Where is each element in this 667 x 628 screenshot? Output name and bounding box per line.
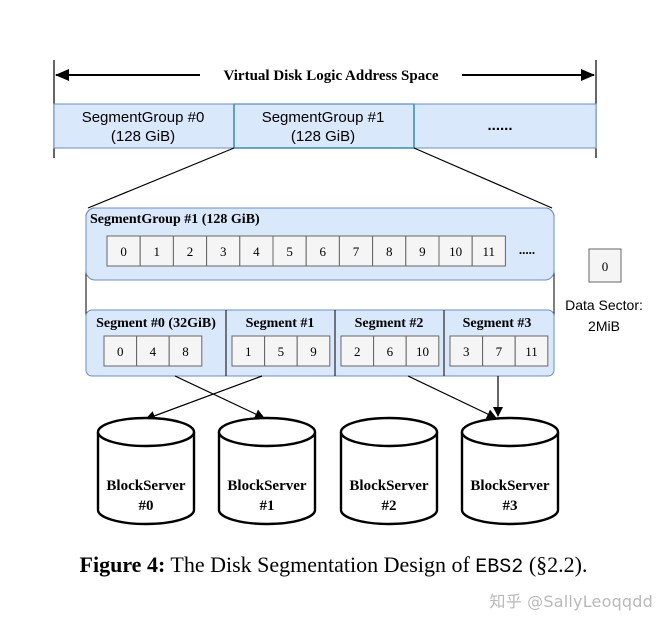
segment-sector: 5 <box>264 335 298 367</box>
group-sector: 7 <box>338 235 374 267</box>
segment-sectors: 0 4 8 1 5 9 2 6 10 3 7 11 <box>103 335 549 367</box>
group-sector: 0 <box>106 235 141 267</box>
block-server-2: BlockServer #2 <box>339 416 439 526</box>
group-sector-number: 8 <box>386 244 393 259</box>
caption-system: EBS2 <box>475 556 524 579</box>
block-servers: BlockServer#0BlockServer#1BlockServer#2B… <box>96 416 560 526</box>
group-sector: 11 <box>471 235 506 267</box>
segmentation-diagram: Virtual Disk Logic Address Space Segment… <box>53 60 643 526</box>
group-sector: 5 <box>272 235 307 267</box>
group-sector-number: 2 <box>187 244 194 259</box>
segment-0-title: Segment #0 (32GiB) <box>96 316 216 331</box>
expanded-segmentgroup: SegmentGroup #1 (128 GiB) 0 1 2 3 4 5 6 7 8 9 10 11… <box>85 207 555 281</box>
segment-sector-number: 9 <box>310 344 317 359</box>
segment-sector-number: 1 <box>245 344 252 359</box>
segment-sector: 0 <box>103 335 138 367</box>
segment-3-title: Segment #3 <box>463 316 532 331</box>
segment-sector-number: 0 <box>117 344 124 359</box>
segment-sector: 3 <box>449 335 484 367</box>
block-server-name: BlockServer <box>349 478 428 494</box>
group-sector: 9 <box>405 235 440 267</box>
group-sector-number: 3 <box>220 244 227 259</box>
legend-label-line1: Data Sector: <box>565 297 643 313</box>
segment-sector: 9 <box>296 335 331 367</box>
segmentgroup-1-size: (128 GiB) <box>291 128 355 145</box>
segment-sector: 8 <box>168 335 203 367</box>
segment-sector-number: 3 <box>463 344 470 359</box>
caption-text: The Disk Segmentation Design of <box>170 552 470 577</box>
group-sector: 8 <box>372 235 407 267</box>
block-server-0: BlockServer #0 <box>96 416 196 526</box>
segment-sector: 1 <box>231 335 266 367</box>
block-server-name: BlockServer <box>227 478 306 494</box>
legend-sector-number: 0 <box>602 259 609 274</box>
watermark: 知乎 @SallyLeoqqdd <box>489 592 653 611</box>
segment-sector: 4 <box>136 335 170 367</box>
group-sector: 2 <box>172 235 208 267</box>
segment-1-title: Segment #1 <box>246 316 315 331</box>
more-groups-ellipsis: ...... <box>487 117 512 134</box>
block-server-id: #0 <box>139 498 154 514</box>
group-sector-number: 6 <box>320 244 327 259</box>
group-sector: 3 <box>206 235 241 267</box>
block-server-name: BlockServer <box>470 478 549 494</box>
figure-label: Figure 4: <box>79 552 166 577</box>
figure-caption: Figure 4: The Disk Segmentation Design o… <box>0 552 667 579</box>
group-sector: 6 <box>305 235 340 267</box>
segment-sector-number: 11 <box>525 344 538 359</box>
segment-sector-number: 5 <box>278 344 285 359</box>
block-server-id: #1 <box>260 498 275 514</box>
group-sector-number: 1 <box>154 244 161 259</box>
more-sectors-ellipsis: ..... <box>519 242 535 257</box>
segment-sector: 10 <box>405 335 440 367</box>
segment-to-server-arrows <box>145 375 503 421</box>
group-sector-number: 5 <box>286 244 293 259</box>
segment-sector-number: 7 <box>496 344 503 359</box>
segment-sector: 11 <box>514 335 549 367</box>
segment-sector-number: 2 <box>354 344 361 359</box>
block-server-3: BlockServer #3 <box>460 416 560 526</box>
group-sector: 4 <box>239 235 274 267</box>
zoom-lines <box>87 147 553 209</box>
segment-sector: 7 <box>482 335 516 367</box>
segment-sector-number: 8 <box>182 344 189 359</box>
group-sector-number: 7 <box>353 244 360 259</box>
segment-sector-number: 4 <box>150 344 157 359</box>
segment-sector-number: 6 <box>387 344 394 359</box>
group-sector-number: 0 <box>120 244 127 259</box>
segment-sector: 2 <box>340 335 375 367</box>
segments-row: Segment #0 (32GiB) Segment #1 Segment #2… <box>85 309 555 377</box>
segment-sector-number: 10 <box>416 344 429 359</box>
group-sector-number: 11 <box>483 244 496 259</box>
group-sector: 1 <box>139 235 174 267</box>
group-sector-number: 10 <box>449 244 462 259</box>
legend-sector-box <box>588 248 622 283</box>
group-sector: 10 <box>438 235 473 267</box>
block-server-name: BlockServer <box>106 478 185 494</box>
block-server-1: BlockServer #1 <box>217 416 317 526</box>
address-space-range: Virtual Disk Logic Address Space <box>53 60 597 158</box>
segmentgroup-0-name: SegmentGroup #0 <box>82 109 205 126</box>
address-space-bar: SegmentGroup #0 (128 GiB) SegmentGroup #… <box>53 103 597 149</box>
group-sector-number: 4 <box>253 244 260 259</box>
expanded-group-title: SegmentGroup #1 (128 GiB) <box>90 212 260 227</box>
address-space-title: Virtual Disk Logic Address Space <box>223 68 438 84</box>
legend-label-line2: 2MiB <box>588 318 620 334</box>
segment-sector: 6 <box>373 335 407 367</box>
data-sector-legend: 0 Data Sector: 2MiB <box>565 248 643 334</box>
segmentgroup-1-name: SegmentGroup #1 <box>262 109 385 126</box>
caption-ref: (§2.2). <box>528 552 588 577</box>
group-sector-row: 0 1 2 3 4 5 6 7 8 9 10 11 <box>106 235 506 267</box>
block-server-id: #3 <box>503 498 518 514</box>
segment-2-title: Segment #2 <box>355 316 424 331</box>
segmentgroup-0-size: (128 GiB) <box>111 128 175 145</box>
block-server-id: #2 <box>382 498 397 514</box>
group-sector-number: 9 <box>419 244 426 259</box>
